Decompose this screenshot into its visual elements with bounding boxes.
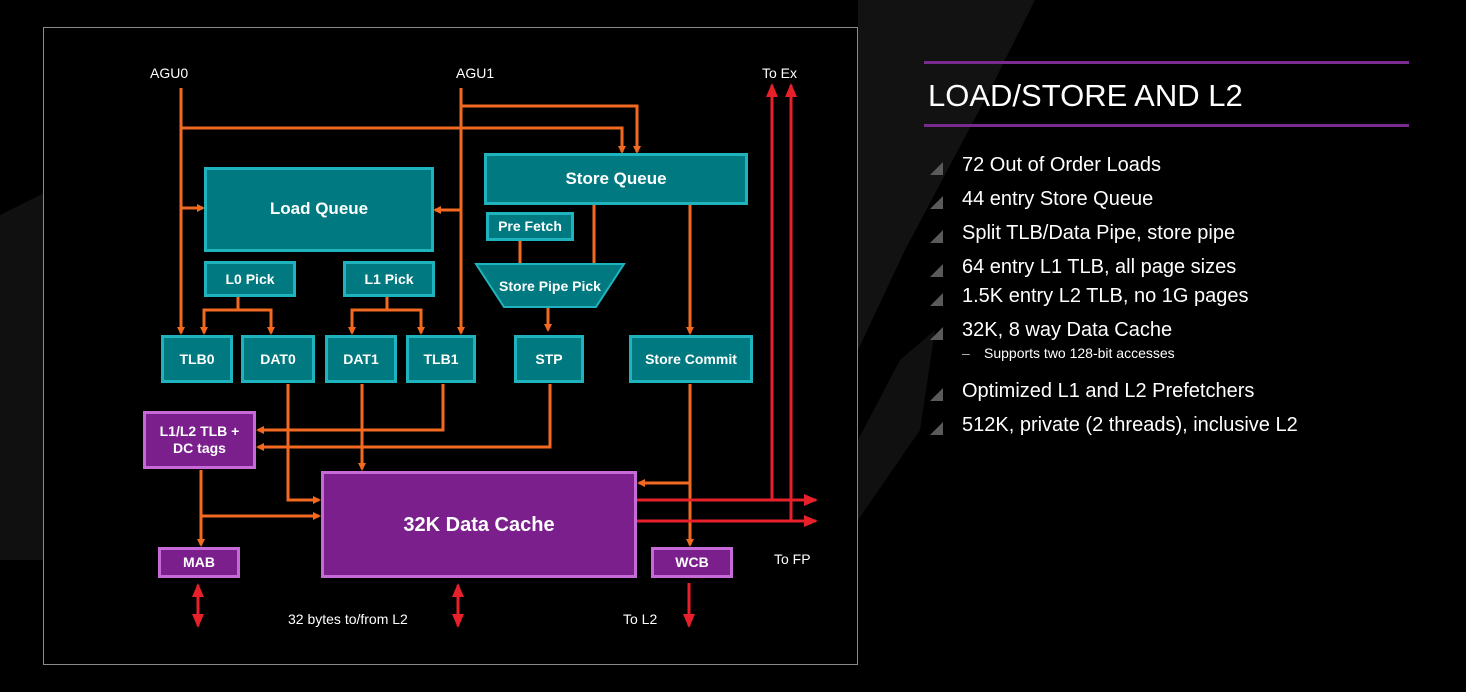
triangle-bullet-icon bbox=[930, 327, 943, 340]
data-cache-block: 32K Data Cache bbox=[321, 471, 637, 578]
triangle-bullet-icon bbox=[930, 162, 943, 175]
bullet-item: 72 Out of Order Loads bbox=[930, 154, 1298, 188]
triangle-bullet-icon bbox=[930, 422, 943, 435]
bullet-item: 1.5K entry L2 TLB, no 1G pages bbox=[930, 285, 1298, 319]
bullet-item: 32K, 8 way Data Cache bbox=[930, 319, 1298, 345]
tlb1-block: TLB1 bbox=[406, 335, 476, 383]
pre-fetch-block: Pre Fetch bbox=[486, 212, 574, 241]
agu0-label: AGU0 bbox=[150, 65, 189, 81]
to-l2-label: To L2 bbox=[623, 611, 658, 627]
bullet-list: 72 Out of Order Loads 44 entry Store Que… bbox=[930, 154, 1298, 448]
bullet-item: Split TLB/Data Pipe, store pipe bbox=[930, 222, 1298, 256]
triangle-bullet-icon bbox=[930, 293, 943, 306]
store-queue-block: Store Queue bbox=[484, 153, 748, 205]
stp-block: STP bbox=[514, 335, 584, 383]
dat1-block: DAT1 bbox=[325, 335, 397, 383]
to-ex-label: To Ex bbox=[762, 65, 798, 81]
l1-l2-tlb-block: L1/L2 TLB + DC tags bbox=[143, 411, 256, 469]
mab-block: MAB bbox=[158, 547, 240, 578]
triangle-bullet-icon bbox=[930, 264, 943, 277]
title-rule-top bbox=[924, 61, 1409, 64]
store-pipe-pick-label: Store Pipe Pick bbox=[499, 278, 601, 295]
sub-bullet-item: –Supports two 128-bit accesses bbox=[962, 345, 1175, 361]
title-rule-bottom bbox=[924, 124, 1409, 127]
to-fp-label: To FP bbox=[774, 551, 811, 567]
wcb-block: WCB bbox=[651, 547, 733, 578]
panel-title: LOAD/STORE AND L2 bbox=[928, 78, 1243, 113]
agu1-label: AGU1 bbox=[456, 65, 495, 81]
bullet-item: Optimized L1 and L2 Prefetchers bbox=[930, 380, 1298, 414]
triangle-bullet-icon bbox=[930, 388, 943, 401]
store-commit-block: Store Commit bbox=[629, 335, 753, 383]
bullet-item: 64 entry L1 TLB, all page sizes bbox=[930, 256, 1298, 285]
l1-pick-block: L1 Pick bbox=[343, 261, 435, 297]
triangle-bullet-icon bbox=[930, 230, 943, 243]
bullet-item: 512K, private (2 threads), inclusive L2 bbox=[930, 414, 1298, 448]
dat0-block: DAT0 bbox=[241, 335, 315, 383]
triangle-bullet-icon bbox=[930, 196, 943, 209]
bullet-item: 44 entry Store Queue bbox=[930, 188, 1298, 222]
load-queue-block: Load Queue bbox=[204, 167, 434, 252]
tlb0-block: TLB0 bbox=[161, 335, 233, 383]
dash-bullet-icon: – bbox=[962, 345, 970, 361]
l2-bytes-label: 32 bytes to/from L2 bbox=[288, 611, 408, 627]
l0-pick-block: L0 Pick bbox=[204, 261, 296, 297]
store-pipe-pick-shape bbox=[474, 263, 626, 308]
